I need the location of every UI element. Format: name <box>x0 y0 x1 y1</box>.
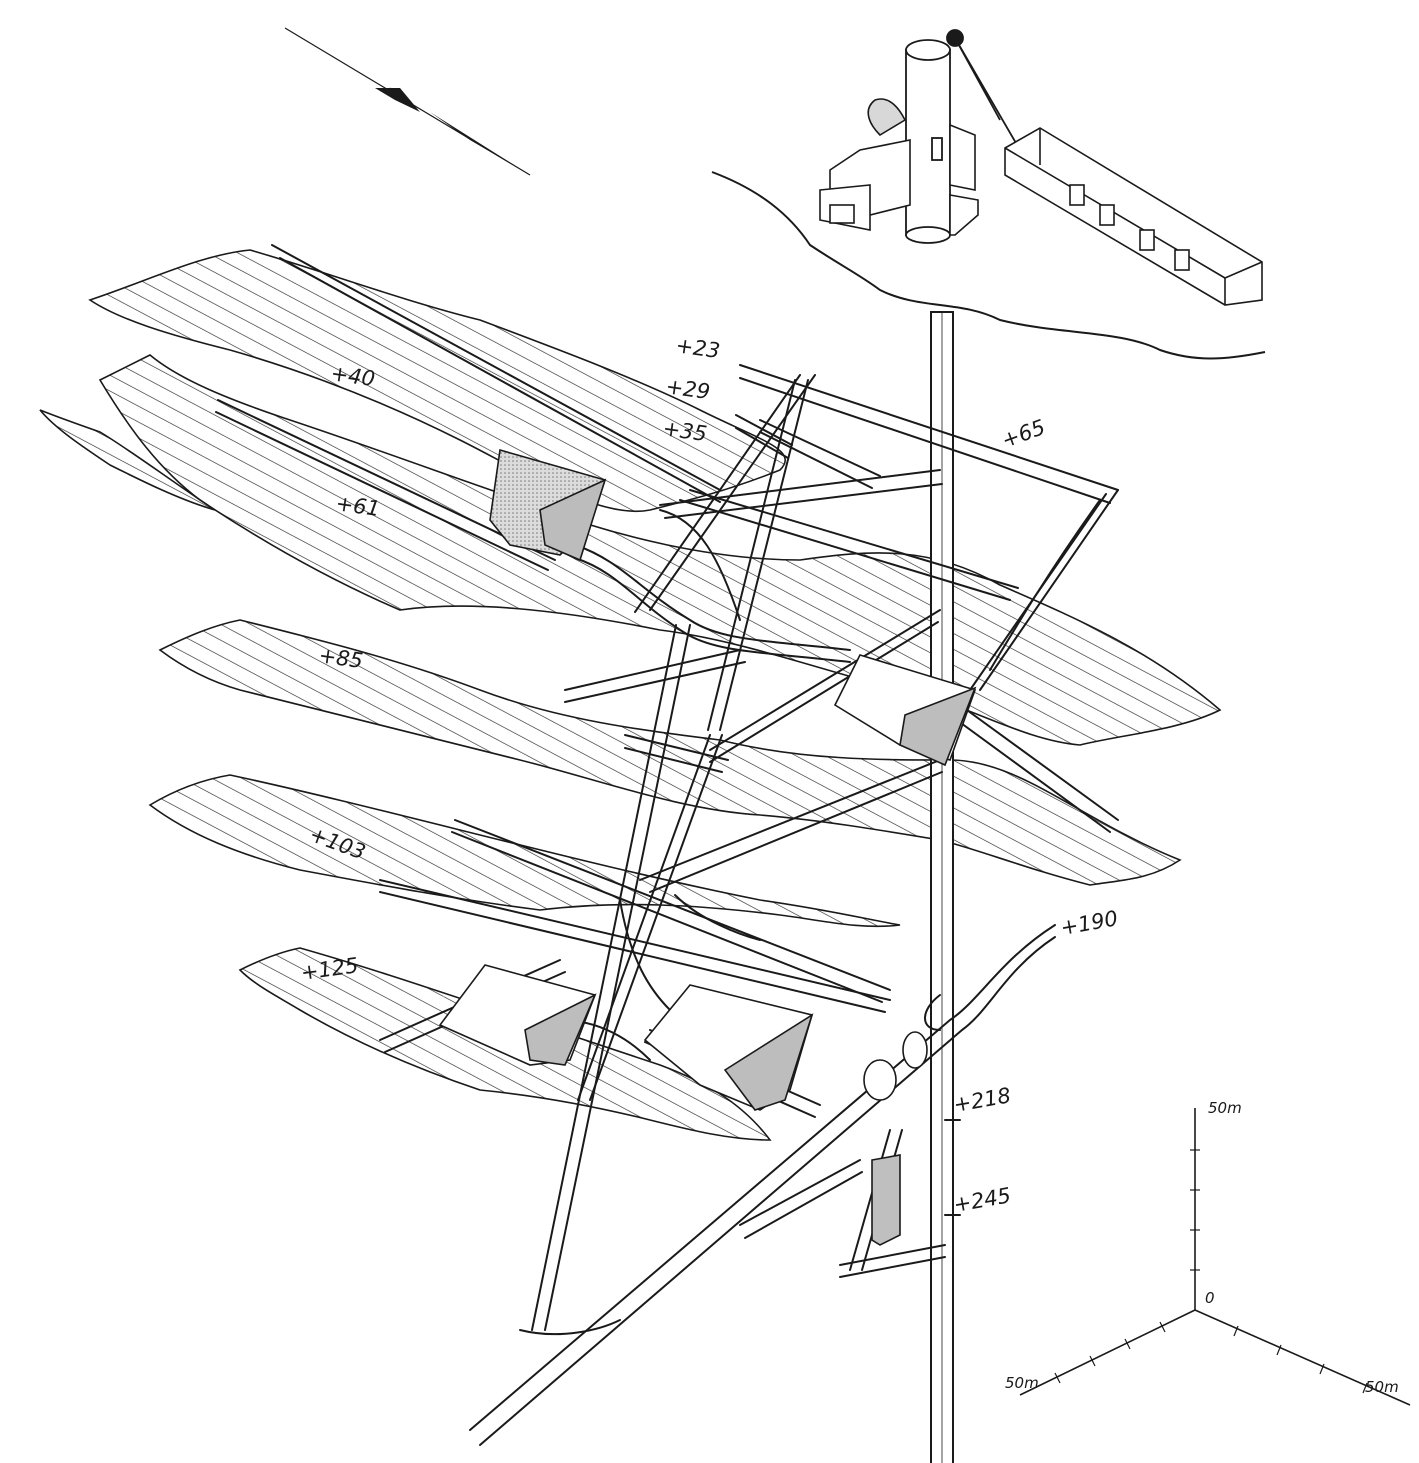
stope-upper-face <box>539 478 607 562</box>
ore-seam-1 <box>88 249 786 513</box>
scale-label-origin: 0 <box>1205 1289 1215 1307</box>
level-label-65: +65 <box>999 415 1049 453</box>
scale-axes <box>1019 1108 1411 1406</box>
stope-lower-right-face <box>723 1013 814 1111</box>
long-building <box>1004 127 1263 306</box>
headframe-icon <box>905 29 1021 244</box>
level-label-23: +23 <box>674 333 721 363</box>
scale-label-left: 50m <box>1005 1374 1039 1392</box>
tunnels <box>215 244 1119 1446</box>
hoist-building <box>819 98 979 236</box>
pump-chamber <box>871 1154 901 1246</box>
level-label-40: +40 <box>329 361 376 391</box>
compass-needle-icon <box>284 27 531 176</box>
scale-label-right: 50m <box>1365 1378 1399 1396</box>
level-label-190: +190 <box>1059 906 1120 940</box>
level-label-218: +218 <box>952 1083 1013 1117</box>
stope-lower-left-face <box>524 993 597 1066</box>
ore-seams <box>39 249 1222 1141</box>
scale-label-vertical: 50m <box>1208 1099 1242 1117</box>
stopes <box>438 448 977 1246</box>
ground-surface-line <box>711 171 1266 360</box>
scale-labels: 50m 0 50m 50m <box>1005 1099 1399 1396</box>
main-shaft <box>930 311 954 1463</box>
ore-seam-4 <box>158 619 1182 886</box>
level-label-245: +245 <box>952 1183 1013 1217</box>
stope-mid-right-face <box>899 686 977 767</box>
ore-seam-5 <box>148 774 901 928</box>
ore-seam-3 <box>39 409 216 511</box>
